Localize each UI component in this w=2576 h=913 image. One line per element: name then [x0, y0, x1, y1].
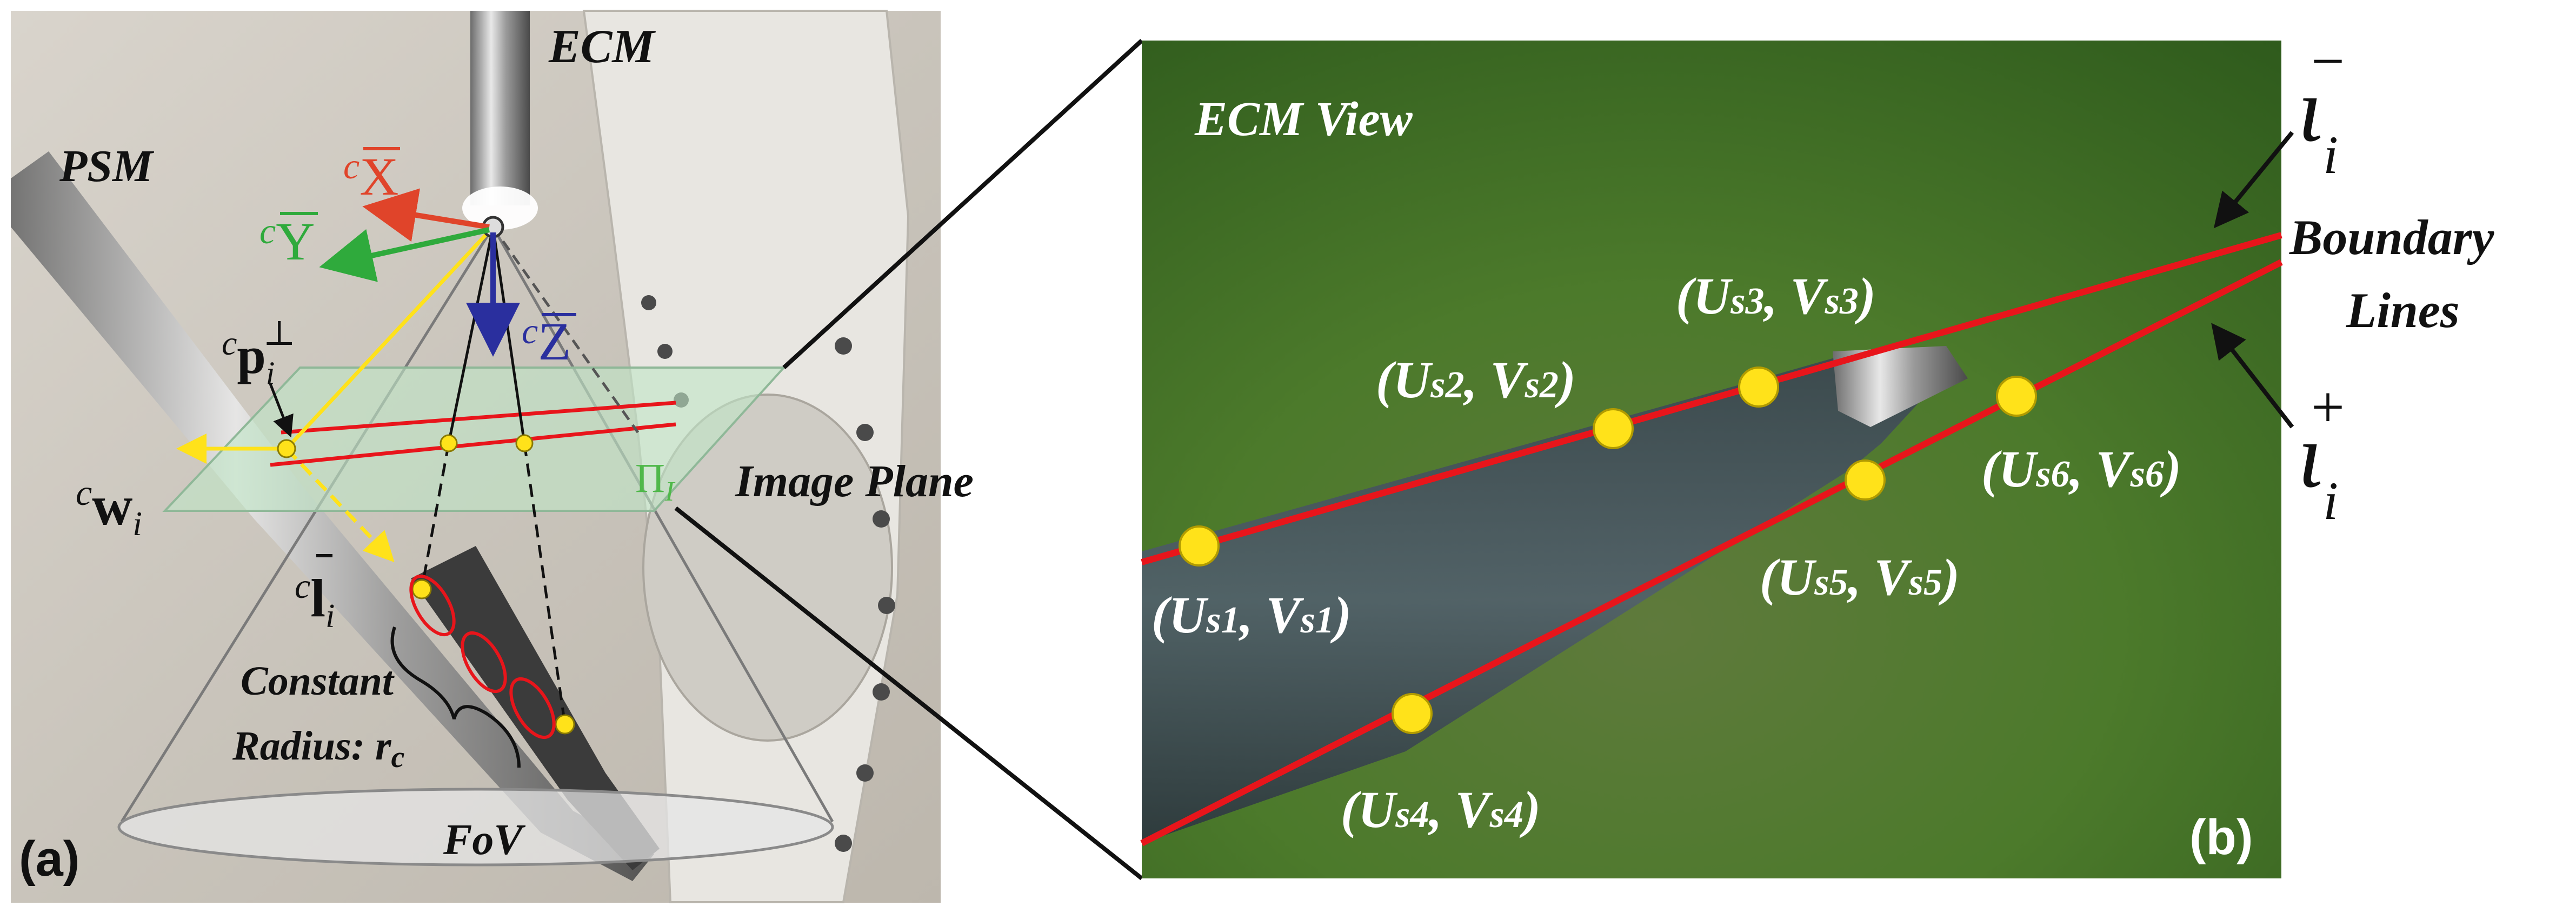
point-s5 — [1845, 459, 1886, 501]
projection-lines — [420, 226, 640, 725]
l-plus-label: ιi+ — [2298, 374, 2345, 531]
plane-red-line-1 — [281, 401, 676, 435]
fov-label: FoV — [443, 816, 525, 864]
l-minus-label: ιi− — [2298, 28, 2345, 185]
psm-shaft — [11, 151, 654, 881]
sample-points — [1179, 366, 2037, 734]
boundary-line-minus — [1141, 232, 2282, 565]
axis-z-label: cZ — [522, 310, 571, 371]
constant-label: Constant — [241, 658, 395, 704]
point-s3 — [1738, 366, 1779, 408]
boundary-label-line2: Lines — [2346, 283, 2460, 338]
yellow-ray-to-p — [285, 225, 495, 450]
point-s6 — [1996, 376, 2037, 417]
image-plane-label: Image Plane — [735, 456, 974, 507]
point-s4 — [1392, 693, 1433, 734]
l-minus-arrow — [2213, 131, 2294, 229]
psm-tool-tip — [411, 546, 660, 870]
axis-y-arrow — [319, 227, 490, 282]
image-plane — [162, 366, 787, 512]
radius-label: Radius: rc — [232, 723, 405, 774]
tool-radius-rings — [409, 574, 556, 739]
l-plus-arrow — [2211, 323, 2294, 429]
ecm-endoscope — [470, 11, 530, 205]
zoom-line-top — [782, 39, 1143, 369]
instrument-in-view — [1142, 357, 1946, 843]
panel-a-points — [277, 434, 575, 735]
axis-x-arrow — [362, 188, 490, 242]
w-label: cwi — [76, 472, 142, 543]
point-s1 — [1179, 525, 1220, 567]
boundary-label-line1: Boundary — [2289, 210, 2494, 265]
fov-cone — [117, 226, 834, 867]
robot-joint — [642, 394, 893, 742]
instrument-tip-metal — [1833, 346, 1968, 427]
panel-a: ECM PSM cX cY cZ cpi⊥ cwi cli ΠI Image P… — [11, 10, 974, 903]
ecm-view-title: ECM View — [1194, 92, 1413, 146]
axis-x-label: cX — [343, 145, 398, 206]
panel-b: (Us1, Vs1) (Us2, Vs2) (Us3, Vs3) (Us4, V… — [1140, 41, 2283, 878]
panel-a-tag: (a) — [19, 831, 79, 887]
constant-radius-brace — [390, 627, 521, 768]
panel-b-tag: (b) — [2189, 810, 2253, 865]
p-perp-arrow — [269, 383, 294, 438]
boundary-line-plus — [1140, 259, 2283, 847]
l-label: cli — [295, 567, 335, 635]
axis-y-label: cY — [259, 210, 315, 271]
point-s2 — [1593, 408, 1634, 449]
psm-label: PSM — [59, 141, 155, 191]
yellow-l-vector — [285, 447, 395, 563]
zoom-line-bottom — [674, 506, 1143, 881]
plane-red-line-2 — [270, 422, 676, 467]
p-perp-label: cpi⊥ — [222, 314, 296, 391]
pi-label: ΠI — [635, 456, 676, 507]
ecm-label: ECM — [548, 21, 656, 73]
label-s2: (Us2, Vs2) — [1376, 351, 1576, 409]
ecm-tip-light — [462, 186, 538, 230]
